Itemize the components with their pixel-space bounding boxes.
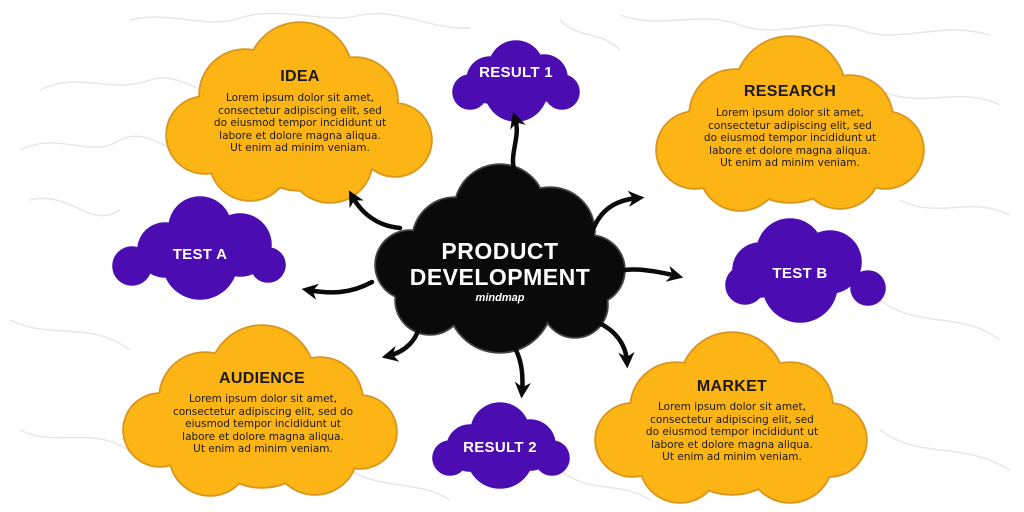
research-text: Lorem ipsum dolor sit amet, consectetur … [703, 107, 877, 170]
center-title-line1: PRODUCT [441, 238, 559, 264]
arrow-to-result2 [503, 333, 531, 399]
result2-label: RESULT 2 [463, 439, 537, 456]
idea-title: IDEA [280, 68, 320, 85]
arrow-to-testA [301, 279, 375, 300]
arrow-to-research [589, 190, 645, 235]
arrow-to-idea [348, 190, 403, 231]
center-cloud [374, 163, 626, 354]
market-text: Lorem ipsum dolor sit amet, consectetur … [645, 401, 819, 464]
testB-label: TEST B [772, 265, 828, 282]
audience-cloud [122, 324, 398, 497]
research-title: RESEARCH [743, 83, 837, 100]
market-title: MARKET [696, 378, 768, 395]
arrow-to-market [594, 319, 635, 369]
testB-cloud [725, 218, 886, 323]
connector-arrows [301, 111, 684, 399]
testA-cloud [112, 196, 286, 300]
result1-cloud [452, 40, 580, 122]
audience-title: AUDIENCE [219, 370, 305, 387]
world-map-background [9, 12, 1011, 501]
center-title-line2: DEVELOPMENT [409, 264, 591, 290]
audience-text: Lorem ipsum dolor sit amet, consectetur … [172, 393, 354, 456]
arrow-to-testB [622, 265, 684, 282]
result1-label: RESULT 1 [479, 64, 553, 81]
arrow-to-result1 [510, 111, 526, 181]
idea-text: Lorem ipsum dolor sit amet, consectetur … [213, 92, 387, 155]
idea-cloud [165, 21, 433, 204]
result2-cloud [432, 402, 570, 489]
arrow-to-audience [381, 319, 423, 362]
testA-label: TEST A [172, 246, 228, 263]
market-cloud [594, 331, 868, 504]
research-cloud [655, 35, 925, 212]
center-subtitle: mindmap [475, 292, 525, 304]
